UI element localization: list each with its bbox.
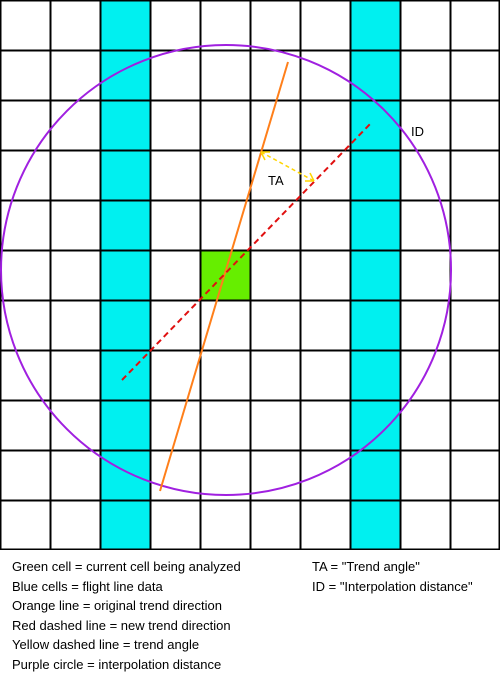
legend-orange-line: Orange line = original trend direction [12, 598, 222, 613]
legend-yellow-line: Yellow dashed line = trend angle [12, 637, 200, 652]
legend-right: TA = "Trend angle" ID = "Interpolation d… [312, 557, 473, 596]
legend-left: Green cell = current cell being analyzed… [12, 557, 241, 674]
original-trend-line [159, 61, 289, 492]
grid [0, 0, 500, 550]
trend-angle-arrowhead-start [260, 151, 270, 161]
flight-line-cells [100, 0, 400, 550]
flight-line-column [350, 0, 400, 550]
trend-angle-arrowhead-end [305, 172, 315, 182]
flight-line-column [100, 0, 150, 550]
ta-label: TA [268, 173, 284, 188]
interpolation-distance-circle [0, 44, 452, 496]
id-label: ID [411, 124, 424, 139]
legend-blue-cells: Blue cells = flight line data [12, 578, 163, 594]
trend-angle-line [260, 151, 315, 182]
legend-id: ID = "Interpolation distance" [312, 578, 473, 594]
legend-purple-circle: Purple circle = interpolation distance [12, 656, 222, 672]
legend-red-line: Red dashed line = new trend direction [12, 617, 231, 633]
legend-ta: TA = "Trend angle" [312, 559, 420, 574]
trend-diagram: TA ID [0, 0, 500, 550]
legend-green-cell: Green cell = current cell being analyzed [12, 559, 241, 574]
